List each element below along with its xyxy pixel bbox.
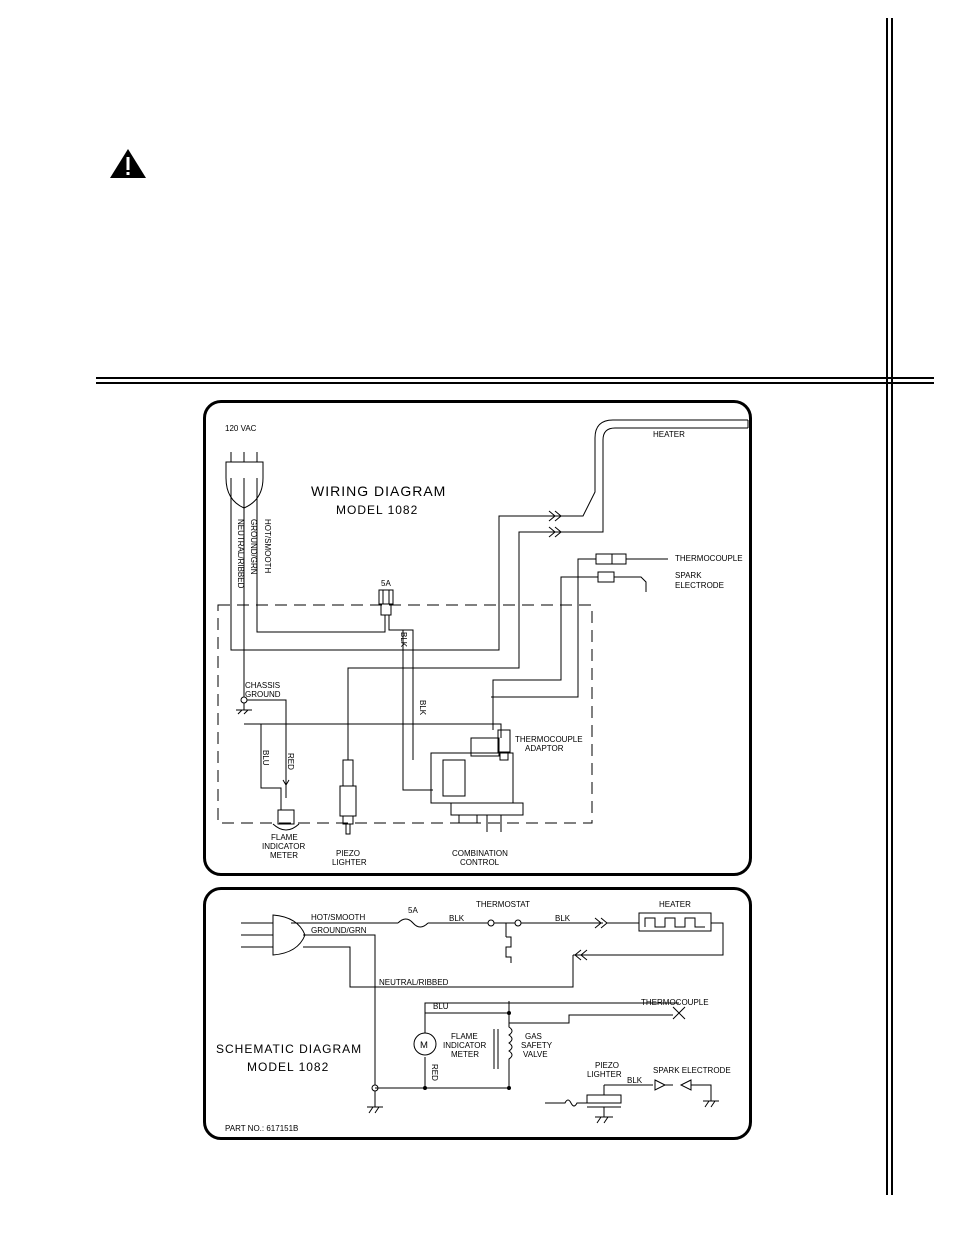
thermocouple-adaptor-icon [497,729,511,753]
schematic-label-neutral-ribbed: NEUTRAL/RIBBED [379,978,449,987]
combination-control-icon [430,737,524,832]
schematic-diagram: HOT/SMOOTH GROUND/GRN 5A THERMOSTAT BLK … [216,900,731,1133]
label-meter: METER [270,851,298,860]
wiring-diagram-panel [203,400,752,876]
label-adaptor-1: THERMOCOUPLE [515,735,583,744]
label-spark: SPARK [675,571,702,580]
label-red: RED [286,753,295,770]
label-fuse-5a: 5A [381,579,391,588]
schematic-label-blk-2: BLK [555,914,571,923]
label-lighter: LIGHTER [332,858,367,867]
schematic-label-spark-electrode: SPARK ELECTRODE [653,1066,731,1075]
schematic-diagram-panel [203,887,752,1140]
label-thermocouple: THERMOCOUPLE [675,554,743,563]
wiring-diagram-model: MODEL 1082 [336,503,418,517]
fuse-holder-icon [378,589,394,605]
label-120vac: 120 VAC [225,424,257,433]
spark-electrode-right-icon [679,1079,692,1091]
schematic-label-indicator: INDICATOR [443,1041,486,1050]
warning-triangle-icon [110,149,146,178]
wiring-diagram: 120 VAC WIRING DIAGRAM MODEL 1082 HOT/SM… [217,419,749,867]
label-blu: BLU [261,750,270,766]
schematic-label-thermostat: THERMOSTAT [476,900,530,909]
label-ground-grn: GROUND/GRN [249,519,258,575]
right-margin-rule-outer [886,18,888,1195]
schematic-heater-icon [638,912,712,932]
piezo-lighter-icon [339,759,357,835]
schematic-label-heater: HEATER [659,900,691,909]
schematic-fuse-icon [397,918,429,928]
schematic-label-meter: METER [451,1050,479,1059]
flame-indicator-meter-icon [272,809,300,831]
schematic-diagram-title: SCHEMATIC DIAGRAM [216,1042,362,1056]
schematic-label-motor: M [420,1040,428,1051]
label-blk-2: BLK [418,700,427,716]
schematic-label-piezo: PIEZO [595,1061,619,1070]
gas-safety-valve-coil-icon [508,1013,513,1088]
label-electrode: ELECTRODE [675,581,724,590]
schematic-diagram-model: MODEL 1082 [247,1060,329,1074]
schematic-label-safety: SAFETY [521,1041,553,1050]
schematic-piezo-icon [586,1085,622,1124]
spark-electrode-left-icon [654,1079,667,1091]
schematic-label-ground-grn: GROUND/GRN [311,926,367,935]
schematic-label-blk-1: BLK [449,914,465,923]
wiring-diagram-title: WIRING DIAGRAM [311,483,446,499]
schematic-part-number: PART NO.: 617151B [225,1124,298,1133]
schematic-plug [272,914,306,956]
schematic-label-thermocouple: THERMOCOUPLE [641,998,709,1007]
schematic-label-lighter: LIGHTER [587,1070,622,1079]
label-blk-1: BLK [399,632,408,648]
label-flame: FLAME [271,833,298,842]
schematic-label-valve: VALVE [523,1050,548,1059]
chassis-outline [217,604,593,824]
label-chassis: CHASSIS [245,681,280,690]
right-margin-rule-inner [891,18,893,1195]
schematic-label-gas: GAS [525,1032,542,1041]
label-heater: HEATER [653,430,685,439]
schematic-label-fuse-5a: 5A [408,906,418,915]
label-indicator: INDICATOR [262,842,305,851]
schematic-label-blk-3: BLK [627,1076,643,1085]
label-piezo: PIEZO [336,849,360,858]
schematic-label-hot-smooth: HOT/SMOOTH [311,913,365,922]
label-hot-smooth: HOT/SMOOTH [263,519,272,573]
label-adaptor-2: ADAPTOR [525,744,564,753]
schematic-label-flame: FLAME [451,1032,478,1041]
schematic-label-red: RED [430,1064,439,1081]
schematic-label-blu: BLU [433,1002,449,1011]
label-combination: COMBINATION [452,849,508,858]
section-divider-rule-top [96,377,934,379]
label-control: CONTROL [460,858,500,867]
label-neutral-ribbed: NEUTRAL/RIBBED [236,519,245,589]
section-divider-rule-bottom [96,382,934,384]
label-chassis-ground: GROUND [245,690,281,699]
